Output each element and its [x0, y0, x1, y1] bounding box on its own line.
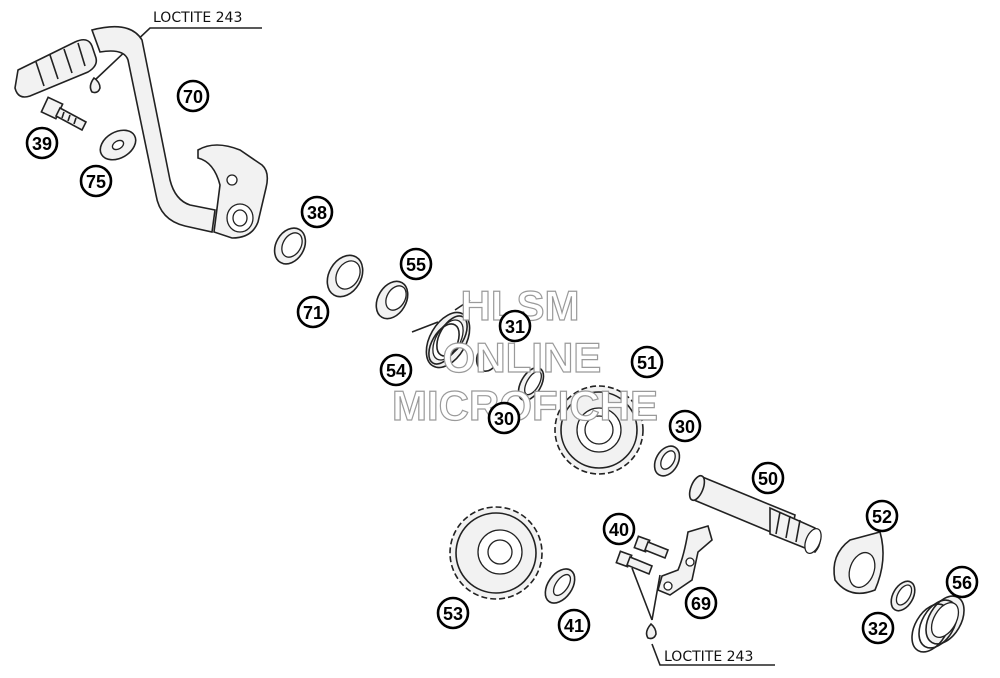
- svg-text:32: 32: [868, 619, 888, 639]
- svg-text:30: 30: [494, 409, 514, 429]
- svg-text:69: 69: [691, 594, 711, 614]
- svg-text:54: 54: [386, 361, 406, 381]
- watermark: HLSM ONLINE MICROFICHE: [391, 281, 658, 429]
- kickstart-shaft-50: [688, 474, 822, 554]
- bushing-71: [326, 254, 364, 298]
- callout-31: 31: [498, 309, 532, 343]
- kick-starter-lever: [14, 25, 269, 239]
- loctite-note-top-text: LOCTITE 243: [153, 10, 242, 26]
- svg-text:51: 51: [637, 353, 657, 373]
- callout-56: 56: [945, 565, 979, 599]
- callout-40: 40: [602, 512, 636, 546]
- watermark-line3: MICROFICHE: [392, 382, 658, 429]
- loctite-drop-bottom: [645, 622, 657, 640]
- gear-51: [554, 385, 644, 475]
- svg-text:52: 52: [872, 507, 892, 527]
- callout-55: 55: [399, 247, 433, 281]
- loctite-leader-bottom-b: [651, 574, 661, 621]
- svg-text:41: 41: [564, 616, 584, 636]
- loctite-leader-top: [94, 27, 262, 81]
- callout-41: 41: [557, 608, 591, 642]
- washer-41: [544, 568, 576, 604]
- circlip-31: [475, 345, 497, 372]
- loctite-drop-top: [89, 76, 101, 94]
- callout-69: 69: [684, 586, 718, 620]
- callout-38: 38: [300, 195, 334, 229]
- svg-text:38: 38: [307, 203, 327, 223]
- spring-54: [411, 299, 471, 369]
- washer-30-right: [653, 445, 681, 477]
- washer-32: [890, 580, 916, 612]
- callout-71: 71: [296, 295, 330, 329]
- loctite-note-bottom-text: LOCTITE 243: [664, 649, 753, 665]
- callout-51: 51: [630, 345, 664, 379]
- callout-50: 50: [751, 461, 785, 495]
- loctite-leader-bottom-a: [631, 567, 653, 621]
- callout-70: 70: [176, 79, 210, 113]
- svg-text:71: 71: [303, 303, 323, 323]
- watermark-line2: ONLINE: [443, 334, 602, 381]
- bolt-39: [40, 96, 88, 132]
- svg-text:39: 39: [32, 134, 52, 154]
- svg-text:55: 55: [406, 255, 426, 275]
- callout-54: 54: [379, 353, 413, 387]
- spring-56: [911, 595, 965, 653]
- sleeve-55: [375, 280, 409, 320]
- gear-53: [449, 506, 543, 600]
- washer-30-left: [517, 366, 545, 402]
- guide-plate-69: [657, 525, 713, 596]
- loctite-note-top: LOCTITE 243: [94, 10, 262, 81]
- callout-32: 32: [861, 611, 895, 645]
- svg-text:31: 31: [505, 317, 525, 337]
- washer-75: [99, 129, 137, 161]
- svg-text:75: 75: [86, 172, 106, 192]
- callout-30-left: 30: [487, 401, 521, 435]
- svg-text:56: 56: [952, 573, 972, 593]
- seal-ring-38: [273, 227, 307, 265]
- callout-52: 52: [865, 499, 899, 533]
- callout-30-right: 30: [668, 409, 702, 443]
- ratchet-52: [833, 531, 884, 595]
- callout-53: 53: [436, 596, 470, 630]
- svg-text:53: 53: [443, 604, 463, 624]
- bolts-40: [615, 535, 670, 576]
- callout-75: 75: [79, 164, 113, 198]
- svg-text:70: 70: [183, 87, 203, 107]
- svg-text:30: 30: [675, 417, 695, 437]
- loctite-leader-bottom: [651, 643, 775, 666]
- svg-text:40: 40: [609, 520, 629, 540]
- callout-39: 39: [25, 126, 59, 160]
- svg-text:50: 50: [758, 469, 778, 489]
